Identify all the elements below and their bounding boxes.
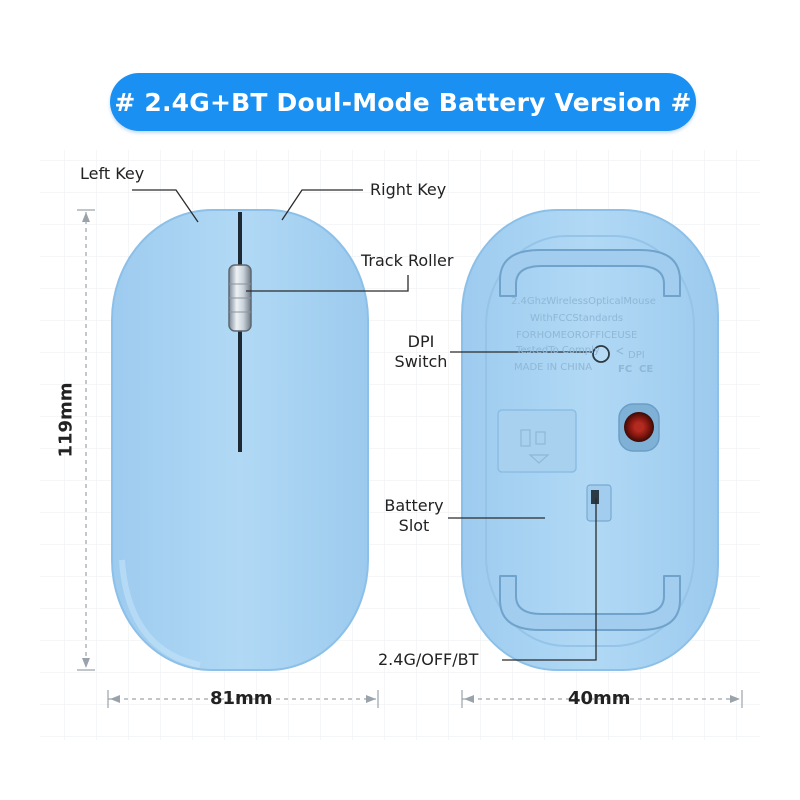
label-dpi-switch-line2: Switch	[394, 352, 448, 371]
leader-track-roller	[246, 275, 409, 292]
battery-cover	[497, 409, 577, 473]
label-battery-slot-line2: Slot	[398, 516, 430, 535]
label-dpi-switch: DPI Switch	[386, 332, 456, 372]
dimension-height: 119mm	[55, 382, 77, 458]
dimension-lines	[85, 212, 742, 700]
print-cert-ce: CE	[639, 364, 653, 375]
print-line-4: TestedTo Comply	[515, 345, 600, 356]
mouse-bottom-body	[461, 209, 719, 671]
dimension-width: 81mm	[210, 688, 273, 709]
label-right-key: Right Key	[370, 180, 447, 199]
label-battery-slot: Battery Slot	[374, 496, 454, 536]
bottom-glide-foot	[499, 575, 681, 631]
leader-left-key	[132, 189, 199, 223]
label-left-key: Left Key	[80, 164, 145, 183]
leader-right-key	[281, 189, 363, 221]
print-line-3: FORHOMEOROFFICEUSE	[516, 330, 637, 341]
mouse-bottom-view	[461, 209, 719, 671]
title-banner: # 2.4G+BT Doul-Mode Battery Version #	[110, 73, 696, 131]
dpi-switch-button	[592, 345, 610, 363]
print-dpi-mark: DPI	[628, 350, 645, 361]
button-seam	[238, 212, 242, 452]
banner-title: # 2.4G+BT Doul-Mode Battery Version #	[114, 87, 692, 117]
dimension-depth: 40mm	[568, 688, 631, 709]
top-glide-foot	[499, 249, 681, 297]
leader-mode	[502, 498, 597, 661]
print-line-1: 2.4GhzWirelessOpticalMouse	[511, 296, 656, 307]
label-track-roller: Track Roller	[361, 251, 454, 270]
label-dpi-switch-line1: DPI	[407, 332, 435, 351]
print-line-2: WithFCCStandards	[530, 313, 623, 324]
label-mode-switch: 2.4G/OFF/BT	[378, 650, 479, 669]
mouse-top-view	[111, 209, 369, 671]
print-line-5: MADE IN CHINA	[514, 362, 592, 373]
print-cert-fc: FC	[618, 364, 632, 375]
leader-lines	[132, 189, 597, 661]
label-battery-slot-line1: Battery	[384, 496, 444, 515]
